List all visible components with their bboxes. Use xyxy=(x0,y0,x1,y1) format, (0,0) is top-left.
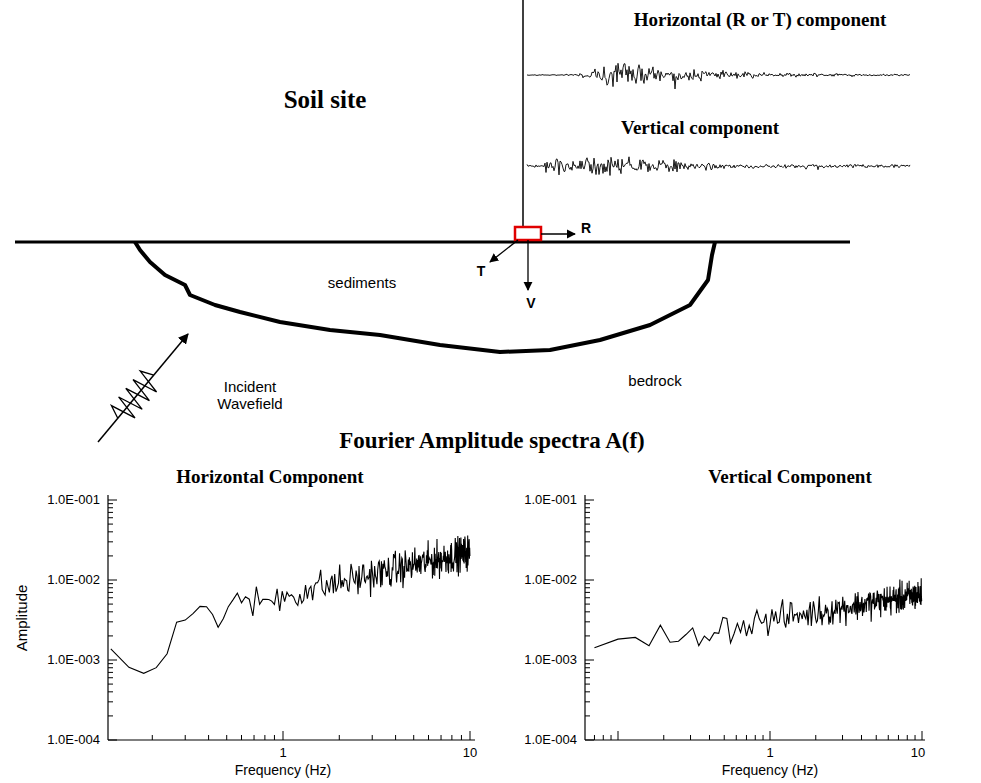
tick-label: 10 xyxy=(911,746,925,760)
plot-title: Horizontal Component xyxy=(176,467,363,488)
spectrum-curve xyxy=(111,536,470,674)
tick-label: 1.0E-002 xyxy=(47,573,100,587)
horizontal-spectrum-plot xyxy=(108,495,475,740)
tick-label: 1.0E-003 xyxy=(47,653,100,667)
tick-label: 1.0E-003 xyxy=(524,653,577,667)
spectrum-curve xyxy=(594,578,922,648)
axis-title: Frequency (Hz) xyxy=(722,763,818,778)
site-title: Soil site xyxy=(284,86,367,114)
tick-label: 1.0E-004 xyxy=(524,733,577,747)
basin-outline xyxy=(135,242,715,352)
v-axis-arrow xyxy=(527,240,528,290)
tick-label: 1.0E-001 xyxy=(47,493,100,507)
tick-label: 1 xyxy=(279,746,286,760)
tick-label: 1.0E-004 xyxy=(47,733,100,747)
incident-ray xyxy=(98,334,188,442)
axis-letter: R xyxy=(581,221,591,236)
axis-title: Amplitude xyxy=(14,585,31,652)
wave-zigzag xyxy=(111,371,156,418)
region-label: sediments xyxy=(328,275,396,292)
tick-label: 1.0E-002 xyxy=(524,573,577,587)
tick-label: 10 xyxy=(463,746,477,760)
t-axis-arrow xyxy=(490,240,518,262)
panel-heading: Vertical component xyxy=(621,118,779,139)
horizontal-seismogram xyxy=(527,63,910,89)
section-title: Fourier Amplitude spectra A(f) xyxy=(339,428,645,453)
station-marker xyxy=(515,227,541,240)
plot-title: Vertical Component xyxy=(708,467,871,488)
station-stem xyxy=(522,0,524,228)
axis-letter: V xyxy=(526,296,535,311)
r-axis-arrow xyxy=(541,233,575,234)
panel-heading: Horizontal (R or T) component xyxy=(634,10,887,31)
tick-label: 1 xyxy=(766,746,773,760)
wave-label: Incident Wavefield xyxy=(200,379,300,412)
vertical-seismogram xyxy=(527,157,910,176)
axis-title: Frequency (Hz) xyxy=(235,763,331,778)
ground-surface xyxy=(15,241,850,244)
region-label: bedrock xyxy=(628,373,681,390)
tick-label: 1.0E-001 xyxy=(524,493,577,507)
axis-letter: T xyxy=(477,264,486,279)
vertical-spectrum-plot xyxy=(585,495,925,740)
